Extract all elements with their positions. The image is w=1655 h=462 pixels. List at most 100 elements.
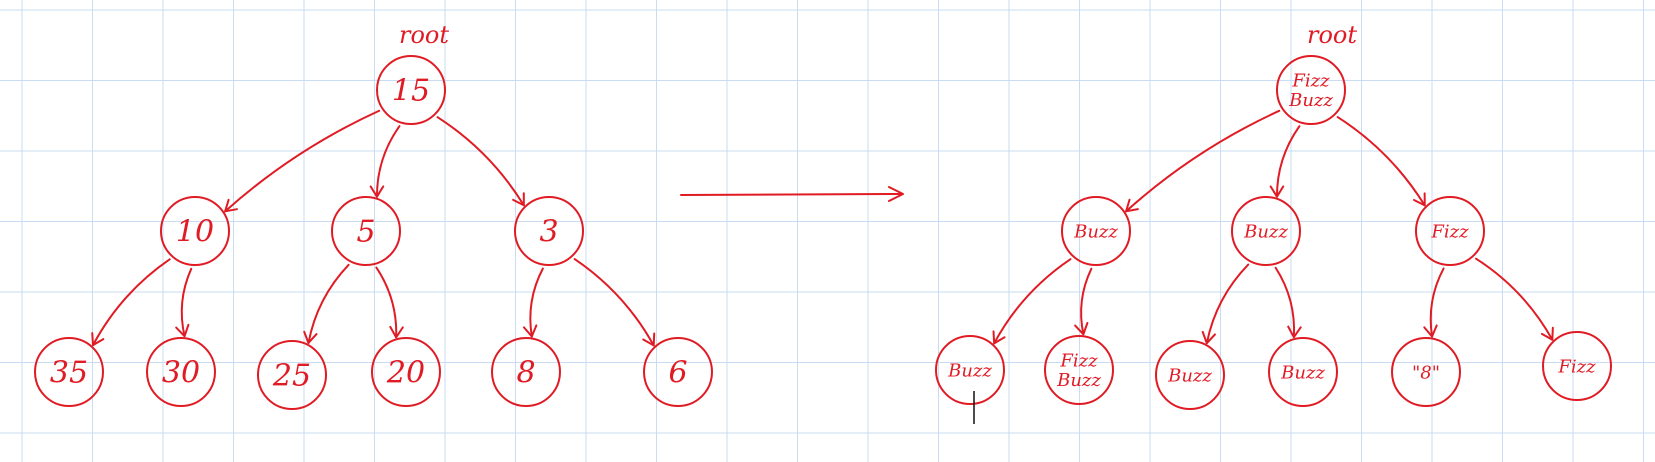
tree-node: Buzz [1155,340,1225,410]
right-tree-edge [1274,266,1296,339]
right-tree-edge [1080,267,1093,336]
right-tree-arrowhead [1201,330,1216,345]
left-tree-arrowhead [512,192,525,207]
left-tree-arrowhead [642,332,656,347]
node-circle [376,55,446,125]
node-circle [1268,337,1338,407]
tree-node: Fizz [1542,331,1612,401]
left-tree-arrowhead [522,324,538,338]
node-circle [146,337,216,407]
transform-arrow [680,186,904,202]
root-label: root [1307,21,1357,49]
node-circle [1155,340,1225,410]
node-circle [1231,196,1301,266]
node-label: Buzz [1167,365,1212,386]
tree-node: 25 [257,340,327,410]
node-label: Buzz [1288,90,1333,111]
node-circle [331,196,401,266]
node-label: 20 [386,356,425,391]
tree-node: 35 [34,337,104,407]
node-circle [643,337,713,407]
tree-node: 6 [643,337,713,407]
right-tree-edge [1429,267,1445,338]
tree-node: Buzz [1268,337,1338,407]
tree-node: Buzz [1231,196,1301,266]
node-circle [1061,196,1131,266]
tree-node: 8 [491,337,561,407]
node-circle [34,337,104,407]
right-tree-arrowhead [1269,185,1285,198]
right-tree-arrowhead [992,330,1006,345]
right-tree-arrowhead [1413,192,1426,207]
node-label: Buzz [947,360,992,381]
right-tree-edge [1475,257,1554,341]
tree-node: 5 [331,196,401,266]
node-label: Fizz [1291,70,1330,91]
right-tree-edge [1125,109,1281,213]
tree-node: 10 [160,196,230,266]
tree-node: "8" [1391,337,1461,407]
tree-node: 3 [514,196,584,266]
left-tree-edge [375,266,398,339]
tree-numbers: root 15 10 5 3 35 30 25 20 8 6 [34,21,713,410]
node-label: 8 [516,356,535,391]
node-label: 3 [539,215,558,250]
node-circle [257,340,327,410]
node-label: "8" [1412,362,1440,383]
right-tree-arrowhead [1540,326,1554,341]
node-label: 25 [272,359,311,394]
root-label: root [399,21,449,49]
right-tree-arrowhead [1287,325,1302,339]
node-label: 5 [356,215,375,250]
right-tree-arrowhead [1074,321,1089,336]
left-tree-edge [91,258,171,347]
left-tree-edge [375,125,401,198]
right-tree-edge [1336,116,1426,207]
left-tree-edge [529,267,544,338]
node-label: Buzz [1056,370,1101,391]
node-circle [1276,55,1346,125]
right-tree-edge [1205,263,1250,345]
right-tree-edge [993,258,1072,345]
node-label: 6 [668,356,687,391]
tree-node: 20 [371,337,441,407]
left-tree-edge [436,116,525,207]
left-tree-arrowhead [389,325,404,339]
node-label: Fizz [1430,221,1469,242]
tree-node: Buzz [1061,196,1131,266]
node-circle [1044,335,1114,405]
node-circle [1415,196,1485,266]
node-label: Fizz [1059,350,1098,371]
right-tree-arrowhead [1423,324,1438,338]
node-circle [935,335,1005,405]
tree-node: 15 [376,55,446,125]
node-label: 35 [50,356,88,391]
left-tree-edge [180,267,193,338]
left-tree-arrowhead [369,185,385,198]
node-circle [160,196,230,266]
tree-node: Fizz [1415,196,1485,266]
left-tree-arrowhead [91,332,105,347]
node-label: Buzz [1243,221,1288,242]
node-label: Buzz [1280,362,1325,383]
node-circle [491,337,561,407]
node-label: Buzz [1073,221,1118,242]
left-tree-edge [573,258,655,347]
node-circle [514,196,584,266]
node-label: Fizz [1557,356,1596,377]
right-tree-edge [1275,125,1301,198]
left-tree-arrowhead [303,330,318,344]
node-label: 10 [176,215,214,250]
node-label: 30 [162,356,200,391]
node-circle [1542,331,1612,401]
tree-node: 30 [146,337,216,407]
left-tree-arrowhead [175,323,190,338]
left-tree-arrowhead [224,198,238,213]
node-label: 15 [392,74,430,109]
left-tree-edge [307,263,350,344]
